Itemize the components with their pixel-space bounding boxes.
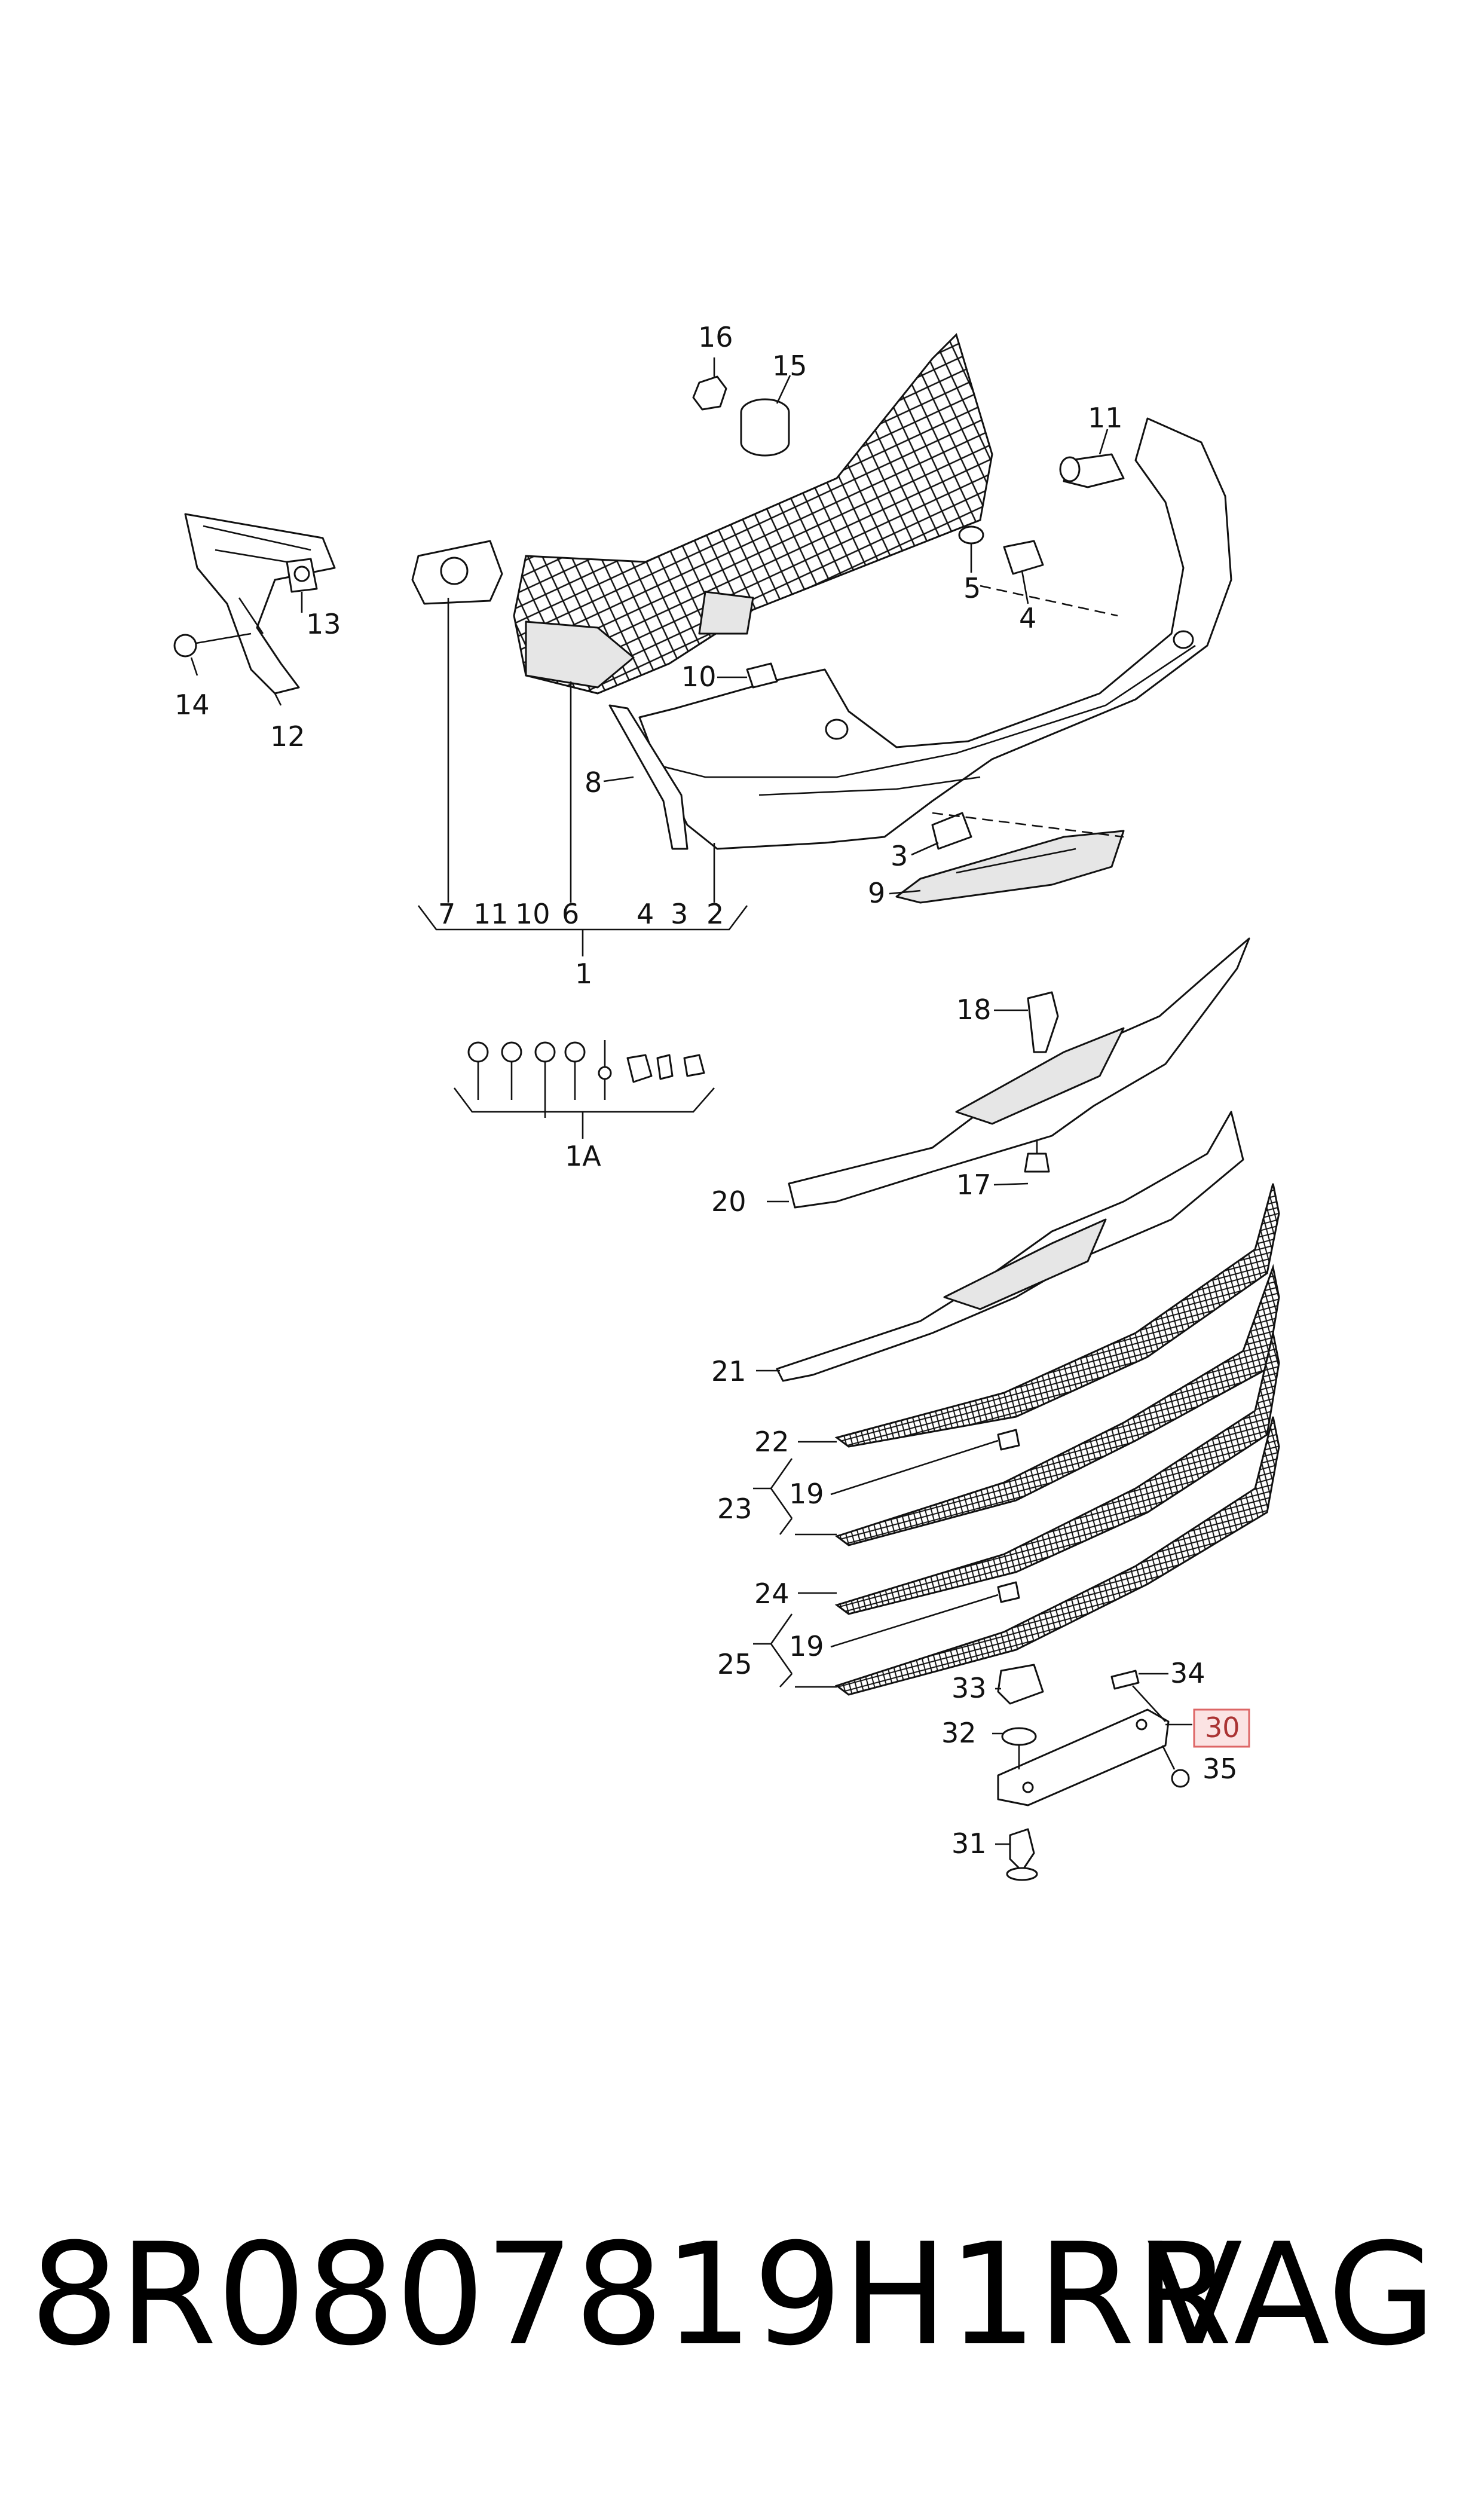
washer-32 [1001,1727,1037,1746]
callout-20: 20 [711,1185,746,1218]
callout-21: 21 [711,1355,746,1387]
callout-24: 24 [754,1578,790,1610]
callout-35: 35 [1203,1753,1238,1785]
callout-18: 18 [956,993,992,1026]
callout-6: 6 [562,898,579,930]
callout-15: 15 [772,350,807,382]
screw-35 [1161,1745,1190,1788]
callout-16: 16 [698,321,733,353]
under-tray-20 [788,937,1250,1209]
callout-32: 32 [941,1717,977,1749]
clip-18 [1027,991,1059,1053]
mesh-grille-24 [834,1332,1280,1615]
mounting-bracket-7 [411,540,503,605]
callout-5: 5 [963,572,981,604]
callout-22: 22 [754,1426,790,1458]
bracket-33 [997,1664,1044,1705]
mesh-grille-25 [834,1416,1280,1696]
callout-11-top: 11 [1088,402,1123,434]
callout-13: 13 [306,608,341,640]
bumper-carrier-6 [513,333,993,695]
side-bracket-12 [184,513,336,695]
callout-19-upper: 19 [789,1478,824,1510]
trim-strip-8 [608,704,689,850]
callout-11-bottom: 11 [473,898,509,930]
clip-13 [286,558,318,593]
callout-10-top: 10 [681,661,717,693]
leader-lines-lower [753,1009,1192,1845]
leader-lines-upper [190,357,1124,903]
washer-5 [958,525,984,545]
callout-1A: 1A [565,1140,601,1172]
callout-25: 25 [717,1648,752,1680]
clip-31 [1006,1828,1038,1881]
callout-4-top: 4 [1019,602,1036,634]
callout-3-bottom: 3 [671,898,688,930]
callout-23: 23 [717,1493,752,1525]
under-tray-21 [776,1111,1244,1382]
callout-30: 30 [1205,1711,1240,1744]
callout-12: 12 [270,720,305,753]
bracket-3 [931,812,972,850]
callout-34: 34 [1170,1657,1205,1689]
callout-7: 7 [438,898,455,930]
callouts: 16 15 11 13 5 4 14 12 10 8 3 9 7 11 10 6… [175,321,1240,1860]
callout-10-bottom: 10 [515,898,550,930]
clip-34 [1110,1670,1140,1690]
brand-name: VAG [1146,2214,1436,2377]
clip-19-upper [997,1429,1020,1451]
callout-8: 8 [585,766,602,799]
diffuser-9 [895,830,1125,904]
mesh-grille-23 [834,1264,1280,1546]
cover-plate-30 [997,1708,1170,1806]
bushing-15 [740,398,790,457]
callout-31: 31 [951,1827,987,1860]
clip-10 [746,662,778,689]
callout-3-top: 3 [891,840,908,872]
hardware-set-1A [453,1040,715,1139]
callout-14: 14 [175,689,210,721]
callout-1: 1 [575,958,592,990]
callout-19-lower: 19 [789,1630,824,1662]
callout-33: 33 [951,1672,987,1704]
screw-14 [173,632,252,658]
callout-2: 2 [706,898,724,930]
callout-4-bottom: 4 [637,898,654,930]
clip-4 [1003,540,1044,575]
callout-9: 9 [868,877,885,909]
highlight-box-30 [1193,1708,1250,1748]
mesh-grille-22 [834,1183,1280,1448]
clip-19-lower [997,1581,1020,1603]
nut-16 [692,375,727,411]
sensor-11 [1059,453,1125,488]
callout-17: 17 [956,1169,992,1201]
footer-caption: 8R0807819H1RR VAG [30,2212,1454,2379]
part-number: 8R0807819H1RR [30,2214,1233,2377]
group-bracket-1 [417,905,748,956]
